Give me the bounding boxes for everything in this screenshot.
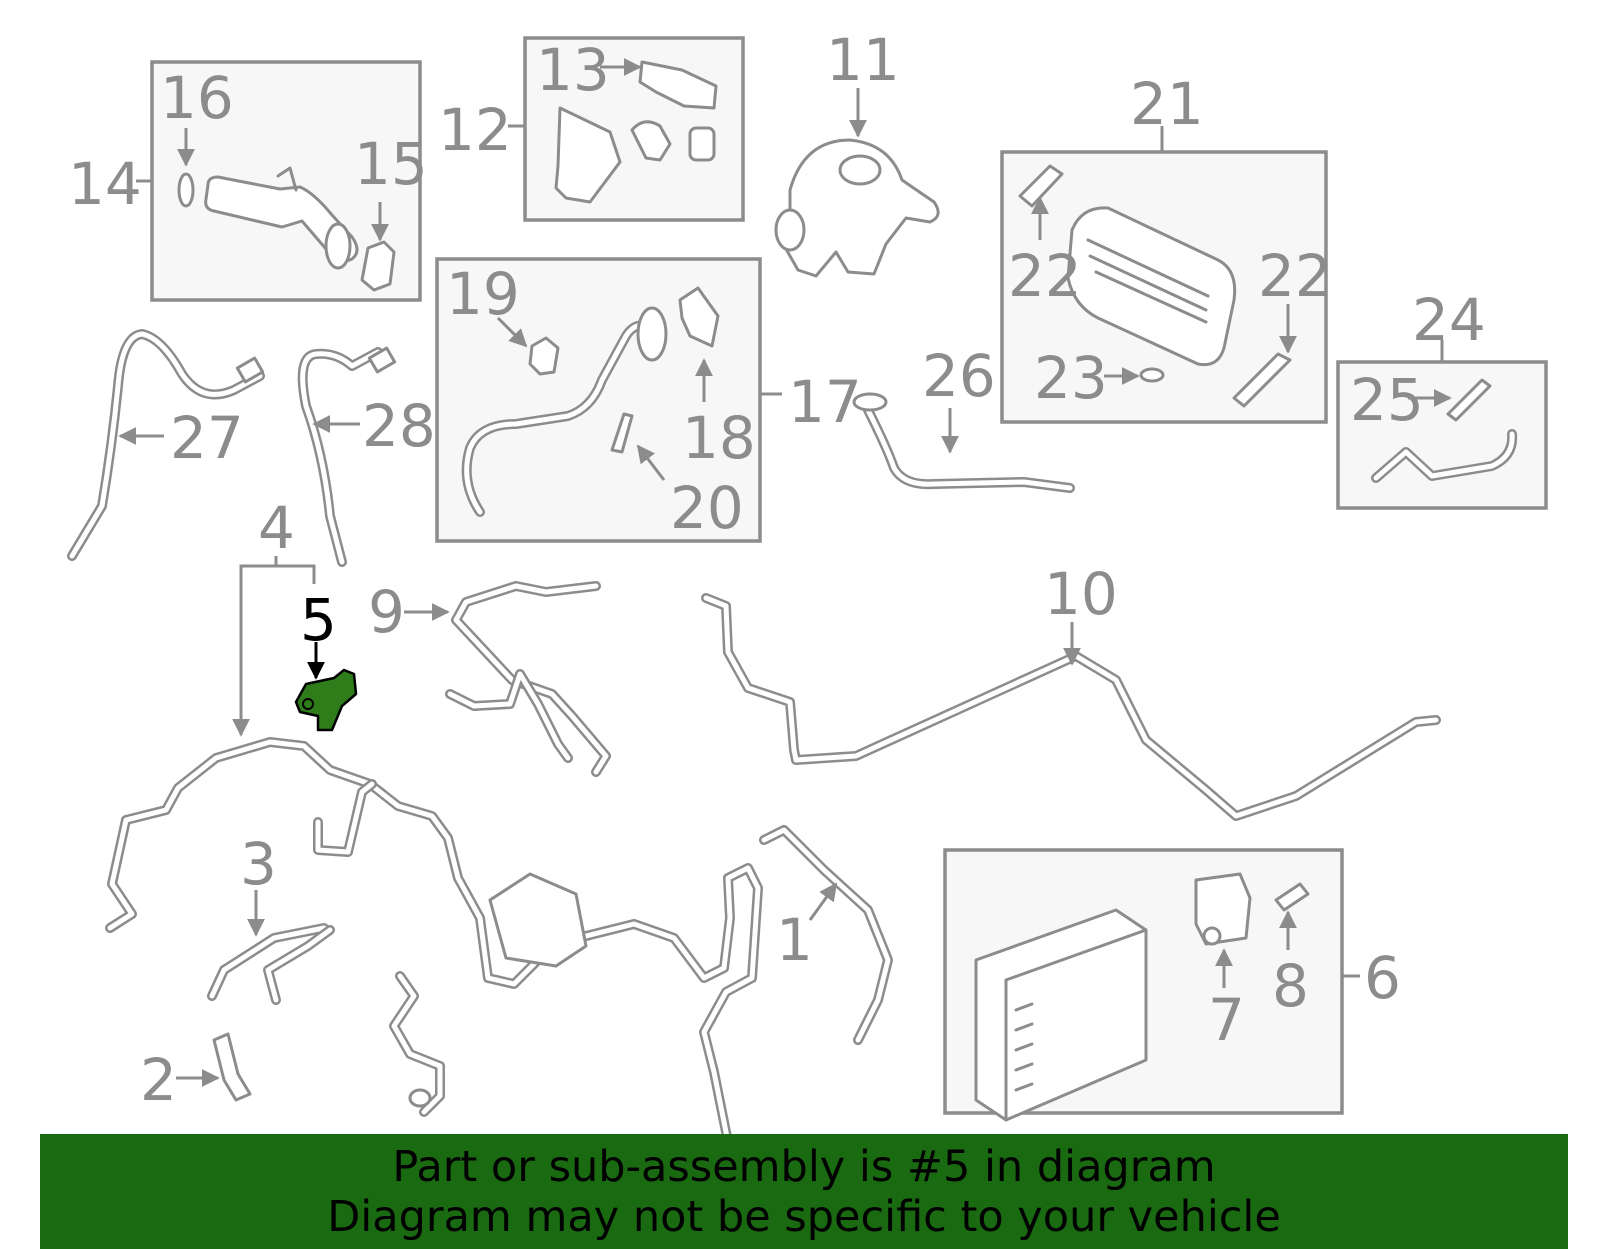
callout-19: 19 bbox=[446, 260, 520, 328]
callout-22b: 22 bbox=[1258, 242, 1332, 310]
part-group-14 bbox=[136, 128, 396, 292]
part-group-21 bbox=[1018, 126, 1297, 408]
callout-20: 20 bbox=[670, 474, 744, 542]
info-banner: Part or sub-assembly is #5 in diagram Di… bbox=[40, 1134, 1568, 1249]
callout-15: 15 bbox=[354, 130, 428, 198]
part-group-24 bbox=[1371, 340, 1518, 483]
callout-16: 16 bbox=[160, 64, 234, 132]
banner-line-2: Diagram may not be specific to your vehi… bbox=[327, 1191, 1281, 1242]
part-27 bbox=[67, 329, 265, 561]
callout-3: 3 bbox=[240, 830, 277, 898]
callout-25: 25 bbox=[1350, 366, 1424, 434]
callout-17: 17 bbox=[788, 368, 862, 436]
part-2 bbox=[176, 1032, 252, 1102]
part-5-highlighted bbox=[294, 642, 358, 732]
callout-9: 9 bbox=[368, 578, 405, 646]
part-4 bbox=[105, 556, 763, 1197]
callout-12: 12 bbox=[438, 96, 512, 164]
callout-5: 5 bbox=[300, 586, 337, 654]
callout-14: 14 bbox=[68, 150, 142, 218]
callout-8: 8 bbox=[1272, 952, 1309, 1020]
part-11 bbox=[774, 88, 940, 278]
callout-26: 26 bbox=[922, 342, 996, 410]
part-group-6 bbox=[974, 872, 1360, 1122]
callout-13: 13 bbox=[536, 36, 610, 104]
part-9 bbox=[404, 581, 611, 777]
part-group-17 bbox=[461, 286, 782, 517]
part-28 bbox=[297, 346, 397, 567]
callout-4: 4 bbox=[258, 494, 295, 562]
callout-18: 18 bbox=[682, 404, 756, 472]
callout-10: 10 bbox=[1044, 560, 1118, 628]
part-group-12 bbox=[508, 58, 718, 204]
callout-28: 28 bbox=[362, 392, 436, 460]
banner-line-1: Part or sub-assembly is #5 in diagram bbox=[392, 1141, 1216, 1192]
callout-23: 23 bbox=[1034, 344, 1108, 412]
callout-11: 11 bbox=[826, 26, 900, 94]
callout-7: 7 bbox=[1208, 986, 1245, 1054]
callout-1: 1 bbox=[776, 906, 813, 974]
callout-2: 2 bbox=[140, 1046, 177, 1114]
callout-24: 24 bbox=[1412, 286, 1486, 354]
part-10 bbox=[701, 593, 1441, 821]
part-26 bbox=[852, 392, 1075, 493]
callout-22a: 22 bbox=[1008, 242, 1082, 310]
callout-27: 27 bbox=[170, 404, 244, 472]
part-1 bbox=[759, 825, 893, 1045]
callout-21: 21 bbox=[1130, 70, 1204, 138]
callout-6: 6 bbox=[1364, 944, 1401, 1012]
part-3 bbox=[207, 890, 335, 1005]
